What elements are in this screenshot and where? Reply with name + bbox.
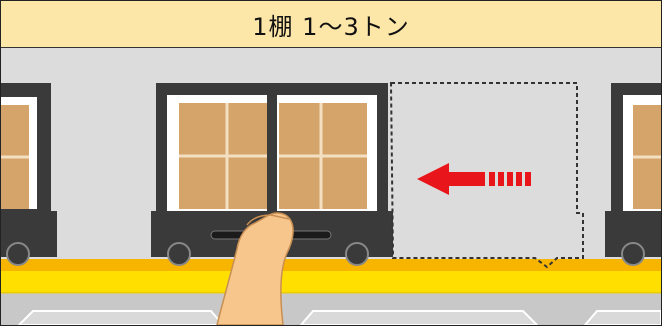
rail-top: [1, 259, 661, 273]
cart-right: [605, 83, 661, 266]
cart-left: [1, 83, 57, 266]
shelf-title: 1棚 1〜3トン: [252, 12, 410, 41]
target-position-outline: [389, 82, 584, 269]
left-arrow-icon: [417, 163, 531, 195]
pointing-hand-icon: [216, 212, 294, 325]
rail: [1, 271, 661, 293]
shelf-header: 1棚 1〜3トン: [1, 1, 661, 48]
warehouse-scene: [1, 48, 661, 325]
